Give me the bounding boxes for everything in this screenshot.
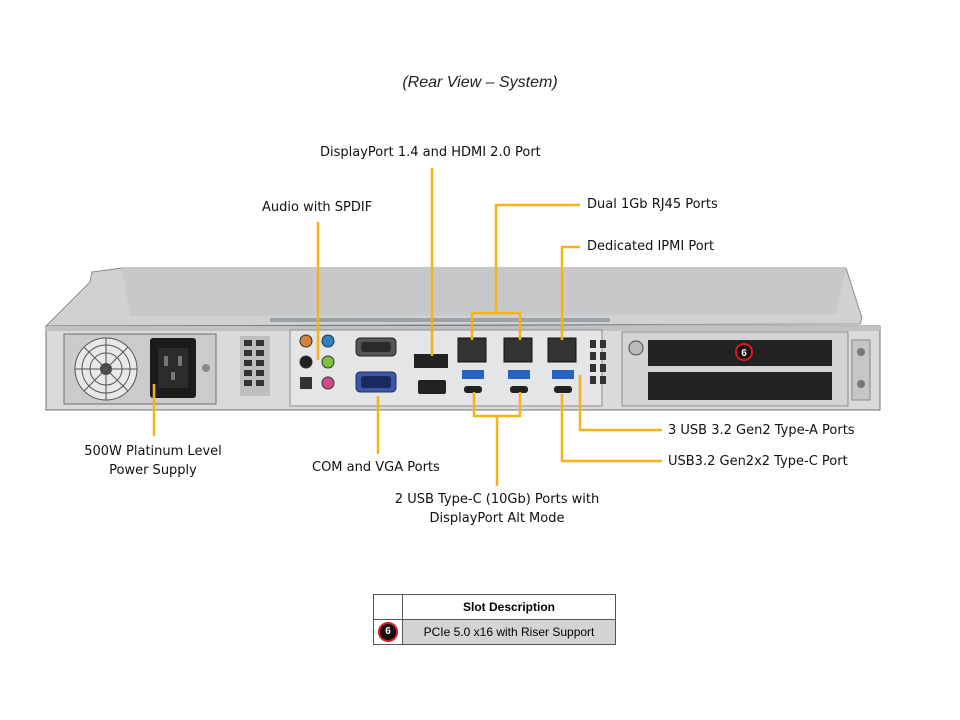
table-header-row: Slot Description: [373, 594, 616, 620]
vent-grille: [240, 336, 270, 396]
slot-description-cell: PCIe 5.0 x16 with Riser Support: [402, 619, 616, 645]
leader-lines: [152, 168, 662, 486]
slot-description-table: Slot Description 6 PCIe 5.0 x16 with Ris…: [373, 594, 616, 645]
svg-text:6: 6: [741, 348, 747, 359]
label-psu-line2: Power Supply: [109, 463, 197, 478]
leader-ipmi: [560, 245, 580, 340]
leader-rj45: [494, 203, 580, 313]
label-usbc: 2 USB Type-C (10Gb) Ports with DisplayPo…: [380, 490, 614, 528]
audio-jacks: [299, 334, 335, 390]
pcie-slots: [621, 331, 871, 407]
slot-number-badge: 6: [378, 622, 398, 642]
psu-module: [63, 333, 217, 405]
label-usbc-line1: 2 USB Type-C (10Gb) Ports with: [394, 492, 600, 507]
label-audio: Audio with SPDIF: [262, 200, 373, 215]
table-header: Slot Description: [402, 594, 616, 620]
network-usb-ports: [457, 337, 577, 393]
label-displayport: DisplayPort 1.4 and HDMI 2.0 Port: [320, 145, 541, 160]
table-header-blank: [373, 594, 403, 620]
label-usbc-line2: DisplayPort Alt Mode: [429, 511, 565, 526]
label-ipmi: Dedicated IPMI Port: [587, 239, 715, 254]
label-psu-line1: 500W Platinum Level: [84, 444, 222, 459]
label-com-vga: COM and VGA Ports: [312, 460, 440, 475]
label-usbc2x2: USB3.2 Gen2x2 Type-C Port: [668, 454, 848, 469]
dp-hdmi-ports: [414, 354, 448, 394]
com-vga-ports: [355, 337, 397, 393]
view-title: (Rear View – System): [402, 74, 558, 91]
io-vent: [590, 340, 606, 384]
leader-usbc2x2: [560, 394, 662, 463]
slot-number-cell: 6: [373, 619, 403, 645]
leader-rj45-bracket: [470, 311, 522, 340]
label-usba: 3 USB 3.2 Gen2 Type-A Ports: [668, 423, 855, 438]
leader-usba: [578, 375, 662, 432]
table-row: 6 PCIe 5.0 x16 with Riser Support: [373, 619, 616, 645]
label-rj45: Dual 1Gb RJ45 Ports: [587, 197, 718, 212]
slot-badge: 6: [735, 343, 753, 361]
chassis: 6: [44, 267, 881, 411]
label-psu: 500W Platinum Level Power Supply: [72, 442, 234, 480]
